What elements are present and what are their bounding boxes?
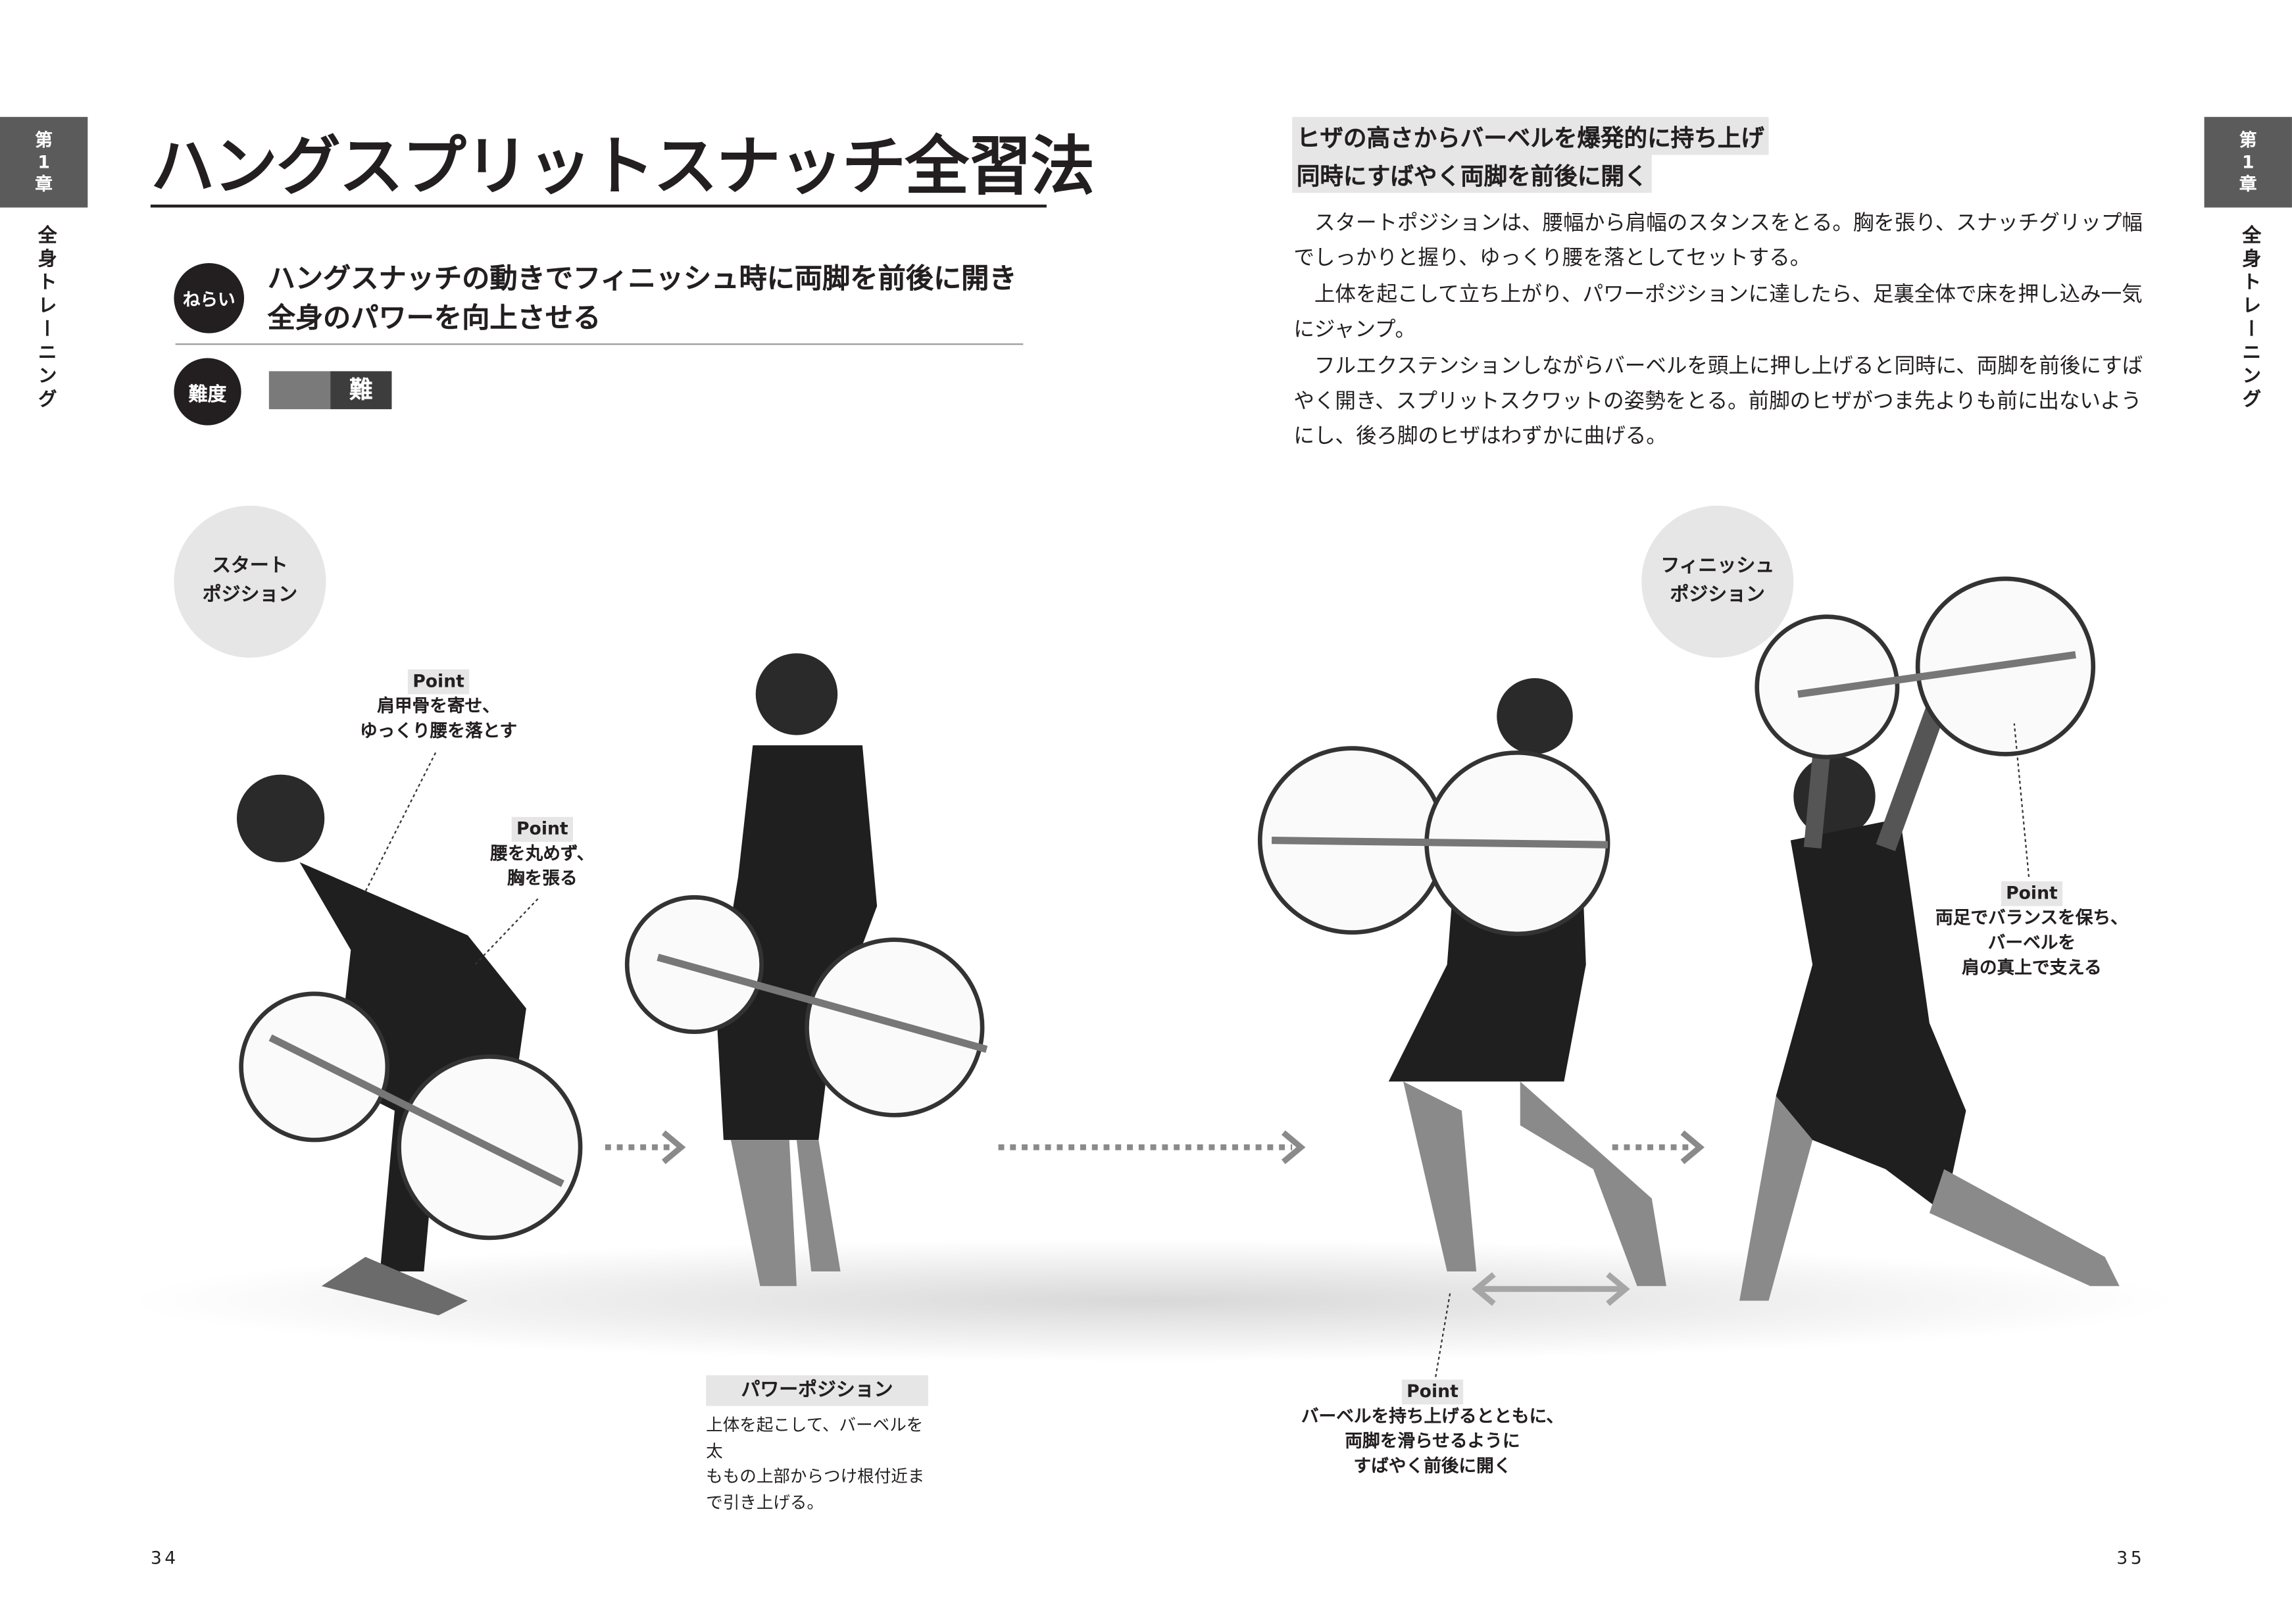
point-callout: Point バーベルを持ち上げるとともに、 両脚を滑らせるように すばやく前後に… — [1286, 1379, 1578, 1479]
arrow-head — [1680, 1130, 1705, 1164]
chapter-char: 章 — [2239, 173, 2257, 194]
difficulty-bar-high: 難 — [330, 371, 392, 410]
chapter-char: 章 — [35, 173, 53, 194]
paragraph: フルエクステンションしながらバーベルを頭上に押し上げると同時に、両脚を前後にすば… — [1293, 355, 2143, 450]
subheading: ヒザの高さからバーベルを爆発的に持ち上げ — [1292, 116, 1769, 155]
body-text: スタートポジションは、腰幅から肩幅のスタンスをとる。胸を張り、スナッチグリップ幅… — [1293, 206, 2150, 456]
point-line: バーベルを — [1987, 932, 2076, 953]
aim-line: ハングスナッチの動きでフィニッシュ時に両脚を前後に開き — [267, 262, 1017, 295]
chapter-char: 第 — [2239, 129, 2257, 150]
text-line: 上体を起こして、バーベルを太 — [706, 1414, 924, 1461]
point-line: バーベルを持ち上げるとともに、 — [1301, 1406, 1564, 1427]
point-line: すばやく前後に開く — [1353, 1456, 1512, 1477]
athlete-extension — [1257, 677, 1666, 1287]
divider — [175, 343, 1024, 345]
chapter-number: 1 — [2241, 151, 2255, 172]
point-label: Point — [2001, 881, 2062, 906]
point-line: 両足でバランスを保ち、 — [1935, 907, 2128, 928]
chapter-char: 第 — [35, 129, 53, 150]
arrow-head — [661, 1130, 686, 1164]
difficulty-bar-low — [268, 371, 331, 410]
point-callout: Point 両足でバランスを保ち、 バーベルを 肩の真上で支える — [1930, 881, 2134, 981]
section-label: 全身トレーニング — [34, 225, 56, 412]
text-line: ももの上部からつけ根付近ま — [706, 1465, 925, 1487]
bubble-line: ポジション — [1670, 584, 1765, 607]
aim-line: 全身のパワーを向上させる — [267, 302, 601, 335]
page-title: ハングスプリットスナッチ全習法 — [150, 130, 1095, 205]
chapter-tab-left: 第 1 章 全身トレーニング — [0, 116, 88, 412]
start-position-bubble: スタートポジション — [174, 505, 326, 658]
subheading: 同時にすばやく両脚を前後に開く — [1292, 155, 1653, 193]
power-position-text: 上体を起こして、バーベルを太 ももの上部からつけ根付近ま で引き上げる。 — [706, 1414, 932, 1516]
point-line: 肩の真上で支える — [1962, 957, 2102, 978]
point-label: Point — [408, 669, 469, 695]
point-callout: Point 腰を丸めず、 胸を張る — [469, 817, 615, 891]
athlete-start-position — [236, 774, 583, 1316]
double-arrow-icon — [1472, 1272, 1630, 1306]
finish-position-bubble: フィニッシュポジション — [1641, 505, 1794, 658]
point-line: 腰を丸めず、 — [490, 843, 595, 864]
chapter-tab-right: 第 1 章 全身トレーニング — [2204, 116, 2292, 412]
point-line: ゆっくり腰を落とす — [359, 720, 518, 741]
arrow-head — [1281, 1130, 1306, 1164]
aim-text: ハングスナッチの動きでフィニッシュ時に両脚を前後に開き 全身のパワーを向上させる — [268, 260, 1017, 339]
aim-badge: ねらい — [174, 262, 245, 333]
bubble-line: フィニッシュ — [1660, 555, 1775, 578]
chapter-number: 1 — [37, 151, 50, 172]
title-underline — [150, 205, 1047, 208]
difficulty-badge: 難度 — [174, 358, 241, 426]
power-position-title: パワーポジション — [706, 1375, 928, 1406]
bubble-line: ポジション — [202, 584, 298, 607]
point-line: 両脚を滑らせるように — [1345, 1431, 1520, 1452]
paragraph: 上体を起こして立ち上がり、パワーポジションに達したら、足裏全体で床を押し込み一気… — [1293, 283, 2143, 343]
point-line: 肩甲骨を寄せ、 — [377, 695, 500, 716]
text-line: で引き上げる。 — [706, 1491, 824, 1512]
paragraph: スタートポジションは、腰幅から肩幅のスタンスをとる。胸を張り、スナッチグリップ幅… — [1293, 212, 2143, 271]
point-label: Point — [512, 817, 573, 842]
sequence-arrows — [605, 1130, 1705, 1164]
athlete-power-position — [624, 653, 988, 1287]
athlete-finish-position — [1739, 576, 2120, 1301]
section-label: 全身トレーニング — [2237, 225, 2260, 412]
chapter-label: 第 1 章 — [2204, 116, 2292, 208]
page-number-right: 35 — [2116, 1547, 2145, 1569]
bubble-line: スタート — [212, 555, 288, 578]
page-number-left: 34 — [150, 1547, 179, 1569]
chapter-label: 第 1 章 — [0, 116, 88, 208]
point-leader-lines — [364, 723, 2030, 1379]
point-label: Point — [1402, 1379, 1463, 1405]
floor-shadow — [131, 1239, 2178, 1362]
point-callout: Point 肩甲骨を寄せ、 ゆっくり腰を落とす — [351, 669, 526, 744]
point-line: 胸を張る — [507, 868, 578, 889]
